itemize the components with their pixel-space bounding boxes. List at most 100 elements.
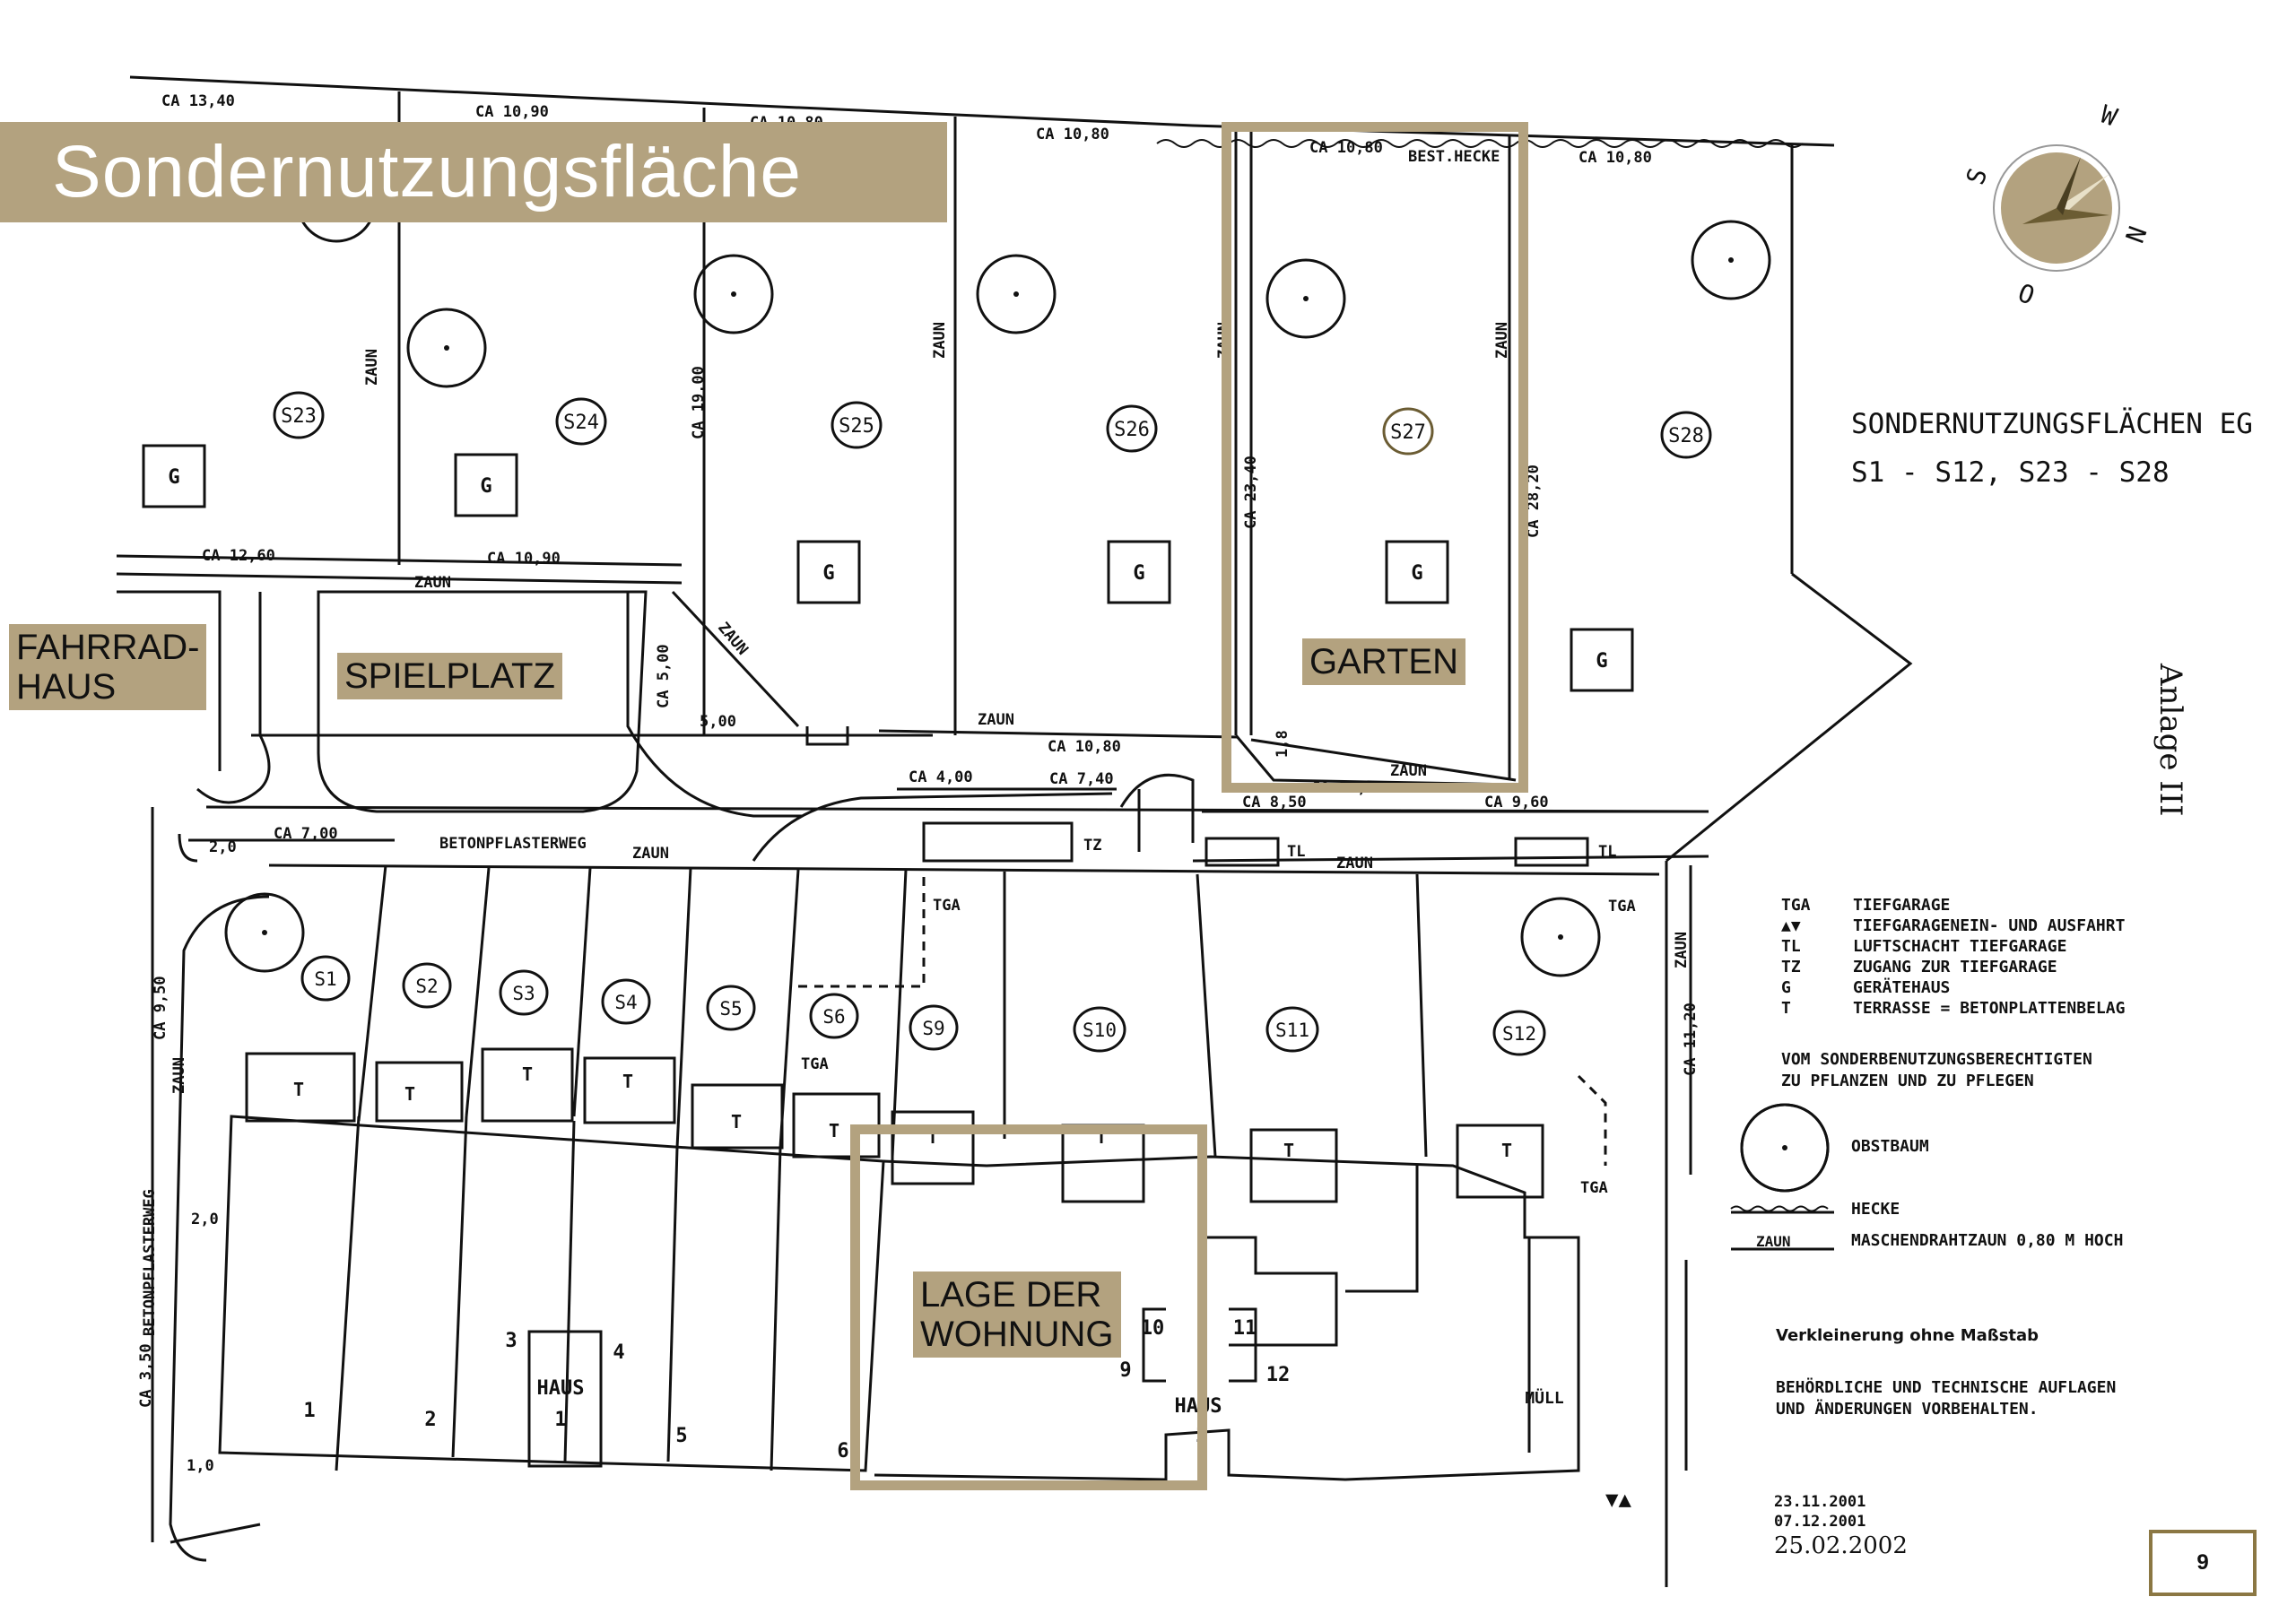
terrace-label: T	[293, 1079, 304, 1100]
house-number: 3	[505, 1330, 517, 1352]
terrace-label: T	[622, 1071, 633, 1092]
plot-label-s26: S26	[1114, 419, 1150, 441]
zaun-label: ZAUN	[170, 1057, 188, 1094]
page-title: Sondernutzungsfläche	[0, 122, 947, 222]
plot-label-s28: S28	[1668, 425, 1704, 447]
dimension-label: 2,0	[209, 838, 237, 856]
dimension-label: CA 11,20	[1682, 1002, 1700, 1076]
dimension-label: CA 28,20	[1525, 464, 1543, 538]
svg-text:S: S	[1961, 164, 1994, 188]
geraetehaus-label: G	[480, 475, 491, 498]
disclaimer: BEHÖRDLICHE UND TECHNISCHE AUFLAGEN UND …	[1776, 1378, 2117, 1419]
zaun-label: ZAUN	[1673, 932, 1691, 968]
garage-entry-icon: ▼▲	[1605, 1487, 1631, 1512]
legend-item: ▲▼TIEFGARAGENEIN- UND AUSFAHRT	[1781, 916, 2126, 935]
boundary-line	[129, 75, 1835, 147]
garden-highlight-box	[1222, 122, 1528, 793]
page-number: 9	[2149, 1530, 2257, 1596]
dimension-label: CA 13,40	[161, 92, 235, 110]
zaun-label: ZAUN	[632, 845, 669, 863]
terrace-label: T	[1283, 1140, 1294, 1161]
dimension-label: CA 4,00	[909, 768, 973, 786]
terrace-label: T	[829, 1120, 839, 1141]
plot-label-s5: S5	[719, 998, 742, 1020]
zaun-label: ZAUN	[1336, 855, 1373, 872]
dimension-label: CA 10,80	[1036, 126, 1109, 143]
terrace-label: T	[731, 1111, 742, 1133]
hedge-label: BEST.HECKE	[1408, 148, 1500, 166]
tl-label: TL	[1287, 843, 1305, 861]
zaun-label: ZAUN	[714, 619, 752, 658]
house-number: 2	[424, 1409, 436, 1431]
dimension-label: CA 10,80	[1309, 139, 1383, 157]
plot-label-s6: S6	[822, 1006, 845, 1028]
house-number: 4	[613, 1341, 624, 1364]
geraetehaus-label: G	[168, 466, 179, 489]
house-number: 6	[837, 1440, 848, 1462]
apartment-highlight-box	[850, 1124, 1207, 1490]
geraetehaus-label: G	[1133, 562, 1144, 585]
scale-note: Verkleinerung ohne Maßstab	[1776, 1326, 2039, 1345]
zaun-label: ZAUN	[931, 322, 949, 359]
spielplatz-tag: SPIELPLATZ	[337, 653, 562, 699]
plot-label-s12: S12	[1502, 1023, 1536, 1045]
dimension-label: 1,0	[187, 1457, 214, 1475]
plot-label-s4: S4	[614, 992, 637, 1013]
zaun-label: ZAUN	[363, 349, 381, 386]
dimension-label: 1,8	[1274, 730, 1292, 758]
dimension-label: CA 10,90	[487, 550, 561, 568]
terrace-label: T	[522, 1063, 533, 1085]
zaun-label: ZAUN	[978, 711, 1014, 729]
haus-1-label: HAUS	[537, 1377, 585, 1400]
plot-label-s23: S23	[281, 405, 317, 428]
dimension-label: CA 10,80	[1578, 149, 1652, 167]
fahrradhaus-tag: FAHRRAD- HAUS	[9, 624, 206, 710]
geraetehaus-label: G	[1596, 650, 1607, 673]
plot-label-s3: S3	[512, 983, 535, 1004]
legend-hecke: HECKE	[1851, 1200, 1900, 1219]
fruit-tree-icon	[1265, 258, 1346, 339]
tga-label: TGA	[1608, 898, 1636, 916]
tga-label: TGA	[1580, 1179, 1608, 1197]
house-number: 1	[303, 1400, 315, 1422]
house-number: 10	[1141, 1317, 1165, 1340]
legend-obstbaum: OBSTBAUM	[1851, 1137, 1929, 1156]
plot-label-s11: S11	[1275, 1020, 1309, 1041]
plot-label-s2: S2	[415, 976, 438, 997]
plan-title-line2: S1 - S12, S23 - S28	[1851, 456, 2170, 489]
haus-1-number: 1	[554, 1409, 566, 1431]
dimension-label: CA 5,00	[655, 644, 673, 708]
plot-label-s1: S1	[314, 968, 336, 990]
dimension-label: CA 23,40	[1242, 456, 1260, 529]
appendix-label: Anlage III	[2152, 664, 2188, 817]
dimension-label: CA 9,50	[152, 976, 170, 1040]
tl-label: TL	[1598, 843, 1616, 861]
dimension-label: CA 3,50	[137, 1343, 155, 1408]
hedge-line	[1156, 139, 1804, 148]
fruit-tree-icon	[406, 308, 487, 388]
fruit-tree-icon	[1520, 897, 1601, 977]
house-number: 12	[1266, 1364, 1291, 1386]
geraetehaus-label: G	[1411, 562, 1422, 585]
wohnung-tag: LAGE DER WOHNUNG	[913, 1271, 1121, 1358]
house-number: 5	[675, 1425, 687, 1447]
tga-label: TGA	[801, 1055, 829, 1073]
plot-label-s9: S9	[922, 1018, 944, 1039]
dimension-label: CA 8,50	[1242, 794, 1307, 812]
betonpflasterweg-label: BETONPFLASTERWEG	[439, 835, 587, 853]
terrace-label: T	[1501, 1140, 1512, 1161]
dimension-label: CA 7,40	[1049, 770, 1114, 788]
path-label: BETONPFLASTERWEG	[141, 1189, 159, 1336]
house-number: 9	[1119, 1359, 1131, 1382]
svg-text:W: W	[2097, 100, 2121, 133]
dimension-label: CA 19,00	[690, 366, 708, 439]
plot-label-s27: S27	[1390, 421, 1426, 444]
fruit-tree-icon	[224, 892, 305, 973]
tz-label: TZ	[1083, 837, 1101, 855]
dimension-label: CA 10,90	[475, 103, 549, 121]
